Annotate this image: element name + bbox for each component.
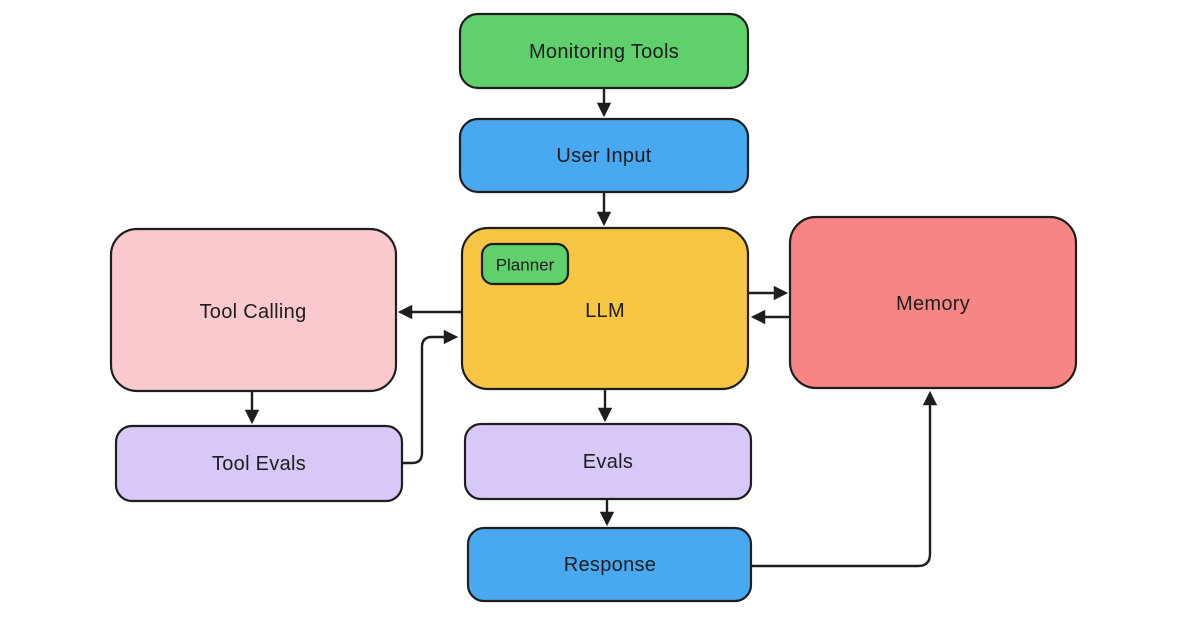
- node-response: Response: [466, 526, 753, 603]
- node-tool-evals-label: Tool Evals: [212, 453, 306, 475]
- node-tool-calling-box: [109, 227, 398, 393]
- node-memory-box: [788, 215, 1078, 390]
- node-memory-label: Memory: [896, 293, 970, 315]
- arrow-tool-evals-to-llm: [402, 329, 459, 465]
- node-evals-label: Evals: [583, 451, 633, 473]
- node-user-input: User Input: [458, 117, 750, 194]
- node-tool-calling: Tool Calling: [109, 227, 398, 393]
- node-response-box: [466, 526, 753, 603]
- node-llm: Planner LLM: [460, 226, 750, 391]
- node-user-input-box: [458, 117, 750, 194]
- node-tool-evals-box: [114, 424, 404, 503]
- node-tool-calling-label: Tool Calling: [200, 301, 307, 323]
- node-llm-label: LLM: [585, 300, 625, 322]
- node-evals: Evals: [463, 422, 753, 501]
- node-evals-box: [463, 422, 753, 501]
- node-monitoring-tools-label: Monitoring Tools: [529, 41, 679, 63]
- planner-badge-box: [480, 242, 570, 286]
- arrow-response-to-memory: [751, 390, 938, 568]
- node-response-label: Response: [564, 554, 656, 576]
- node-monitoring-tools: Monitoring Tools: [458, 12, 750, 90]
- edge-group: [244, 88, 938, 568]
- node-memory: Memory: [788, 215, 1078, 390]
- planner-badge-label: Planner: [496, 256, 555, 275]
- node-user-input-label: User Input: [556, 145, 651, 167]
- node-tool-evals: Tool Evals: [114, 424, 404, 503]
- node-monitoring-tools-box: [458, 12, 750, 90]
